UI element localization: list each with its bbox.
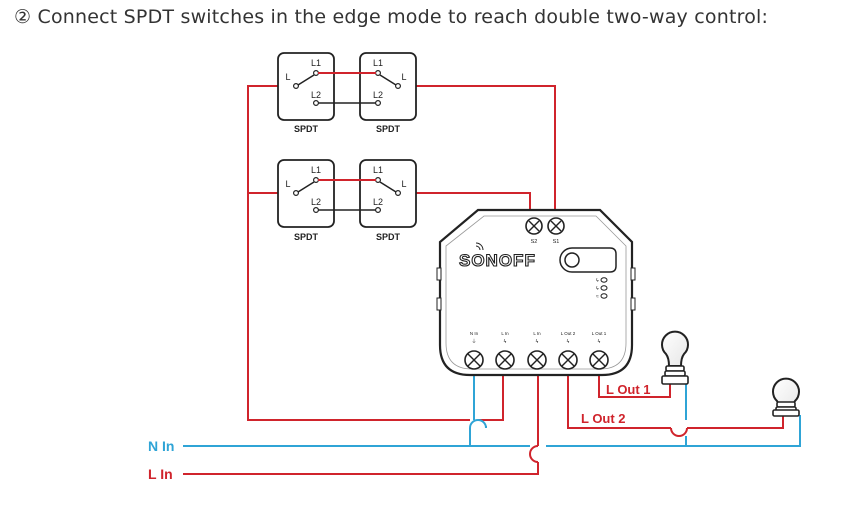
switch-name: SPDT <box>376 124 401 134</box>
pairing-button-icon <box>559 247 617 273</box>
wire-s2-return <box>400 192 531 210</box>
wire-lout2 <box>567 375 671 429</box>
terminal-label: L Out 2 <box>561 331 576 336</box>
terminal-n-in <box>464 350 484 370</box>
spdt-switch-1b: L1 L L2 SPDT <box>359 52 417 134</box>
terminal-l-in-1 <box>495 350 515 370</box>
light-bulb-icon-1 <box>661 330 689 385</box>
terminal-label: S1 <box>553 239 560 245</box>
switch-terminal-label: L <box>285 72 290 82</box>
switch-terminal-label: L2 <box>311 197 321 207</box>
switch-terminal-label: L1 <box>311 165 321 175</box>
switch-terminal-label: L2 <box>311 90 321 100</box>
wire-label-l-out-2: L Out 2 <box>581 411 626 426</box>
svg-text:ϟ: ϟ <box>596 286 599 292</box>
svg-text:≈: ≈ <box>596 294 599 300</box>
terminal-s2: S2 <box>525 217 543 245</box>
switch-terminal-label: L1 <box>373 58 383 68</box>
terminal-label: L Out 1 <box>592 331 607 336</box>
wire-label-n-in: N In <box>148 438 174 454</box>
wifi-signal-icon <box>475 242 484 251</box>
wire-lin-up <box>478 375 504 421</box>
wire-l-in <box>183 462 539 475</box>
switch-terminal-label: L2 <box>373 197 383 207</box>
spdt-switch-1a: L1 L L2 SPDT <box>277 52 335 134</box>
page-heading: ② Connect SPDT switches in the edge mode… <box>14 6 769 28</box>
switch-terminal-label: L <box>401 179 406 189</box>
switch-pair-1: L1 L L2 SPDT L1 L L2 SPDT <box>277 52 417 134</box>
terminal-l-out-1 <box>589 350 609 370</box>
switch-terminal-label: L <box>401 72 406 82</box>
svg-text:ϟ: ϟ <box>598 339 601 345</box>
svg-text:ϟ: ϟ <box>567 339 570 345</box>
svg-text:ϟ: ϟ <box>596 278 599 284</box>
switch-name: SPDT <box>294 124 319 134</box>
light-bulb-icon-2 <box>772 377 800 417</box>
sonoff-device: S2 S1 SONOFF ϟ ϟ ≈ N In L In L In L <box>436 208 636 377</box>
switch-terminal-label: L <box>285 179 290 189</box>
switch-terminal-label: L2 <box>373 90 383 100</box>
brand-logo: SONOFF <box>459 251 536 270</box>
switch-terminal-label: L1 <box>311 58 321 68</box>
terminal-label: L In <box>501 331 509 336</box>
terminal-label: S2 <box>531 239 538 245</box>
terminal-label: L In <box>533 331 541 336</box>
spdt-switch-2a: L1 L L2 SPDT <box>277 159 335 242</box>
wire-label-l-in: L In <box>148 466 173 482</box>
switch-terminal-label: L1 <box>373 165 383 175</box>
terminal-s1: S1 <box>547 217 565 245</box>
switch-name: SPDT <box>376 232 401 242</box>
wire-label-l-out-1: L Out 1 <box>606 382 651 397</box>
status-led-icons: ϟ ϟ ≈ <box>596 277 608 300</box>
svg-text:ϟ: ϟ <box>536 339 539 345</box>
wire-lout1 <box>598 375 671 398</box>
svg-text:⏚: ⏚ <box>471 338 476 345</box>
spdt-switch-2b: L1 L L2 SPDT <box>359 159 417 242</box>
svg-text:ϟ: ϟ <box>504 339 507 345</box>
switch-pair-2: L1 L L2 SPDT L1 L L2 SPDT <box>277 159 417 242</box>
terminal-l-in-2 <box>527 350 547 370</box>
red-wires <box>183 85 784 475</box>
terminal-label: N In <box>470 331 479 336</box>
wire-s1-loop <box>247 85 470 421</box>
switch-name: SPDT <box>294 232 319 242</box>
wire-s1-return <box>400 85 556 210</box>
terminal-l-out-2 <box>558 350 578 370</box>
blue-wires <box>183 375 801 447</box>
